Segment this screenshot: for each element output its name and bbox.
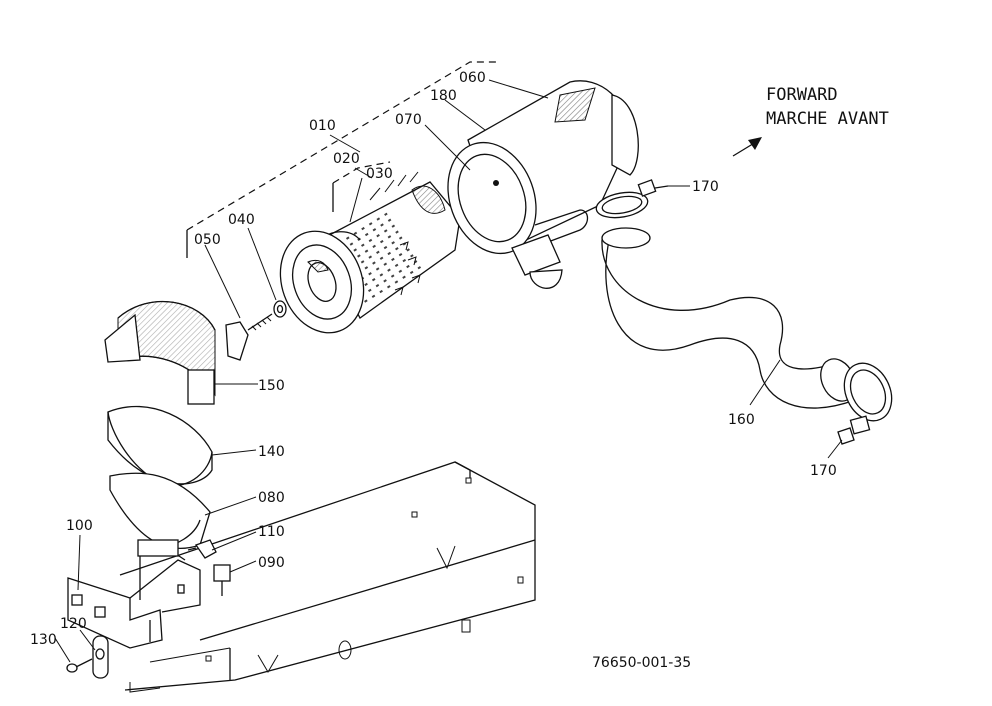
dust-valve <box>511 234 563 289</box>
air-cleaner-housing <box>447 80 639 255</box>
strap-150 <box>104 300 216 405</box>
drawing-number: 76650-001-35 <box>592 655 691 671</box>
callout-130: 130 <box>30 632 57 648</box>
callout-180: 180 <box>430 88 457 104</box>
callout-040: 040 <box>228 212 255 228</box>
bolt-090 <box>213 564 231 596</box>
callout-060: 060 <box>459 70 486 86</box>
intake-hose-160 <box>601 227 856 409</box>
callout-150: 150 <box>258 378 285 394</box>
mounting-bracket <box>67 539 201 649</box>
callout-080: 080 <box>258 490 285 506</box>
callout-070: 070 <box>395 112 422 128</box>
washer-040 <box>273 300 287 318</box>
leader-lines <box>54 79 843 663</box>
callout-010: 010 <box>309 118 336 134</box>
direction-forward-label: FORWARD <box>766 85 838 105</box>
callout-020: 020 <box>333 151 360 167</box>
callout-050: 050 <box>194 232 221 248</box>
group-bracket-lines <box>186 61 500 258</box>
plate-120 <box>92 635 109 679</box>
callout-160: 160 <box>728 412 755 428</box>
bolt-130 <box>66 658 93 673</box>
callout-120: 120 <box>60 616 87 632</box>
cradle-080 <box>109 472 211 557</box>
callout-110: 110 <box>258 524 285 540</box>
forward-arrow <box>732 137 762 157</box>
callout-100: 100 <box>66 518 93 534</box>
callout-090: 090 <box>258 555 285 571</box>
callout-030: 030 <box>366 166 393 182</box>
filter-end-cap <box>279 230 365 334</box>
bolt-110 <box>187 539 217 559</box>
callout-170-lower: 170 <box>810 463 837 479</box>
clamp-170-lower <box>837 362 893 445</box>
wing-nut-050 <box>225 313 273 361</box>
direction-marche-avant-label: MARCHE AVANT <box>766 109 889 129</box>
clamp-170-upper <box>595 179 669 219</box>
frame-base-drawing <box>119 461 536 693</box>
callout-140: 140 <box>258 444 285 460</box>
callout-170-upper: 170 <box>692 179 719 195</box>
